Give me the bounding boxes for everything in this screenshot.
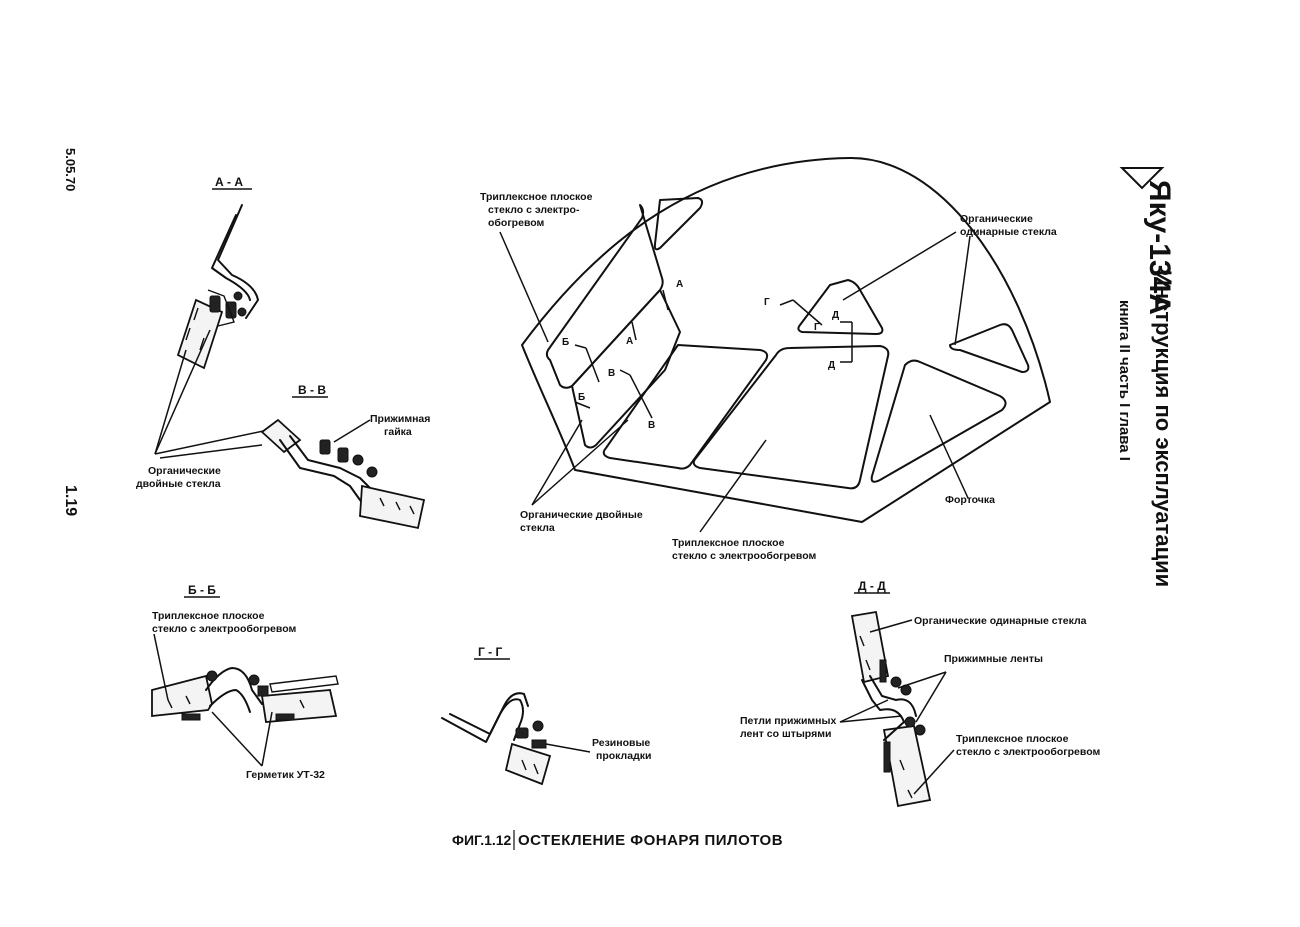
window-fortochka bbox=[870, 359, 1007, 483]
manual-title: Инструкция по эксплуатации bbox=[1151, 270, 1176, 587]
page-number: 1.19 bbox=[62, 485, 79, 516]
figure-caption: ФИГ.1.12 ОСТЕКЛЕНИЕ ФОНАРЯ ПИЛОТОВ bbox=[452, 830, 783, 850]
manual-subtitle: книга II часть I глава I bbox=[1116, 300, 1133, 461]
section-aa: А - А Органические двойные стекла bbox=[136, 175, 269, 490]
organic-single-label-1: Органические bbox=[960, 213, 1033, 225]
section-dd: Д - Д Органические одинарные стекла Приж… bbox=[740, 579, 1100, 808]
window-lower-left bbox=[602, 344, 769, 470]
section-bb-sealant: Герметик УТ-32 bbox=[246, 769, 325, 781]
section-dd-triplex-2: стекло с электрообогревом bbox=[956, 746, 1100, 758]
triplex-bottom-label-2: стекло с электрообогревом bbox=[672, 550, 816, 562]
section-aa-title: А - А bbox=[215, 175, 243, 189]
section-dd-title: Д - Д bbox=[858, 579, 886, 593]
section-gg-rubber-2: прокладки bbox=[596, 750, 651, 762]
triplex-top-label-2: стекло с электро- bbox=[488, 204, 580, 216]
canopy-view: А А Б Б В В Г Г Д Д Триплексное плоское … bbox=[480, 156, 1057, 562]
canopy-leaders bbox=[499, 231, 971, 533]
marker-g-top: Г bbox=[764, 297, 770, 308]
canopy-outline bbox=[521, 156, 1051, 523]
marker-d-top: Д bbox=[832, 310, 839, 321]
date-stamp: 5.05.70 bbox=[63, 148, 78, 191]
section-markers bbox=[574, 289, 853, 419]
organic-double-label-2: стекла bbox=[520, 522, 555, 534]
marker-a-bottom: А bbox=[626, 336, 633, 347]
section-bb-triplex-1: Триплексное плоское bbox=[152, 610, 265, 622]
section-aa-organic-1: Органические bbox=[148, 465, 221, 477]
organic-single-label-2: одинарные стекла bbox=[960, 226, 1057, 238]
section-dd-loops-2: лент со штырями bbox=[740, 728, 831, 740]
section-gg-rubber-1: Резиновые bbox=[592, 737, 650, 749]
marker-d-bottom: Д bbox=[828, 360, 835, 371]
section-gg-title: Г - Г bbox=[478, 645, 502, 659]
section-vv-nut-2: гайка bbox=[384, 426, 412, 438]
marker-v-bottom: В bbox=[648, 420, 655, 431]
window-left-triplex bbox=[545, 204, 664, 389]
section-bb-glass-left bbox=[151, 674, 213, 718]
marker-v-top: В bbox=[608, 368, 615, 379]
section-vv-title: В - В bbox=[298, 383, 326, 397]
section-vv-glass-left bbox=[260, 418, 302, 454]
section-letters: А А Б Б В В Г Г Д Д bbox=[562, 279, 839, 431]
window-top-left bbox=[653, 197, 704, 251]
section-dd-loops-1: Петли прижимных bbox=[740, 715, 836, 727]
section-gg-frame bbox=[441, 698, 524, 743]
marker-b-bottom: Б bbox=[578, 392, 585, 403]
figure-number: ФИГ.1.12 bbox=[452, 832, 512, 848]
marker-g-bottom: Г bbox=[814, 322, 820, 333]
section-vv: В - В Прижимная гайка bbox=[260, 383, 430, 530]
section-aa-frame bbox=[217, 204, 259, 319]
section-dd-glass-bottom bbox=[882, 724, 932, 808]
section-bb-triplex-2: стекло с электрообогревом bbox=[152, 623, 296, 635]
fortochka-label: Форточка bbox=[945, 494, 995, 506]
section-bb: Б - Б Триплексное плоское стекло с элект… bbox=[151, 583, 339, 781]
section-dd-triplex-1: Триплексное плоское bbox=[956, 733, 1069, 745]
logo-triangle-icon bbox=[1119, 167, 1165, 190]
section-dd-frame bbox=[861, 675, 917, 741]
window-left-triplex-inner bbox=[571, 289, 681, 449]
triplex-top-label-3: обогревом bbox=[488, 217, 545, 229]
model-label: Яку-134А bbox=[1143, 180, 1176, 315]
section-aa-organic-2: двойные стекла bbox=[136, 478, 221, 490]
triplex-bottom-label-1: Триплексное плоское bbox=[672, 537, 785, 549]
section-vv-nut-1: Прижимная bbox=[370, 413, 430, 425]
window-right-small bbox=[949, 323, 1030, 373]
marker-b-top: Б bbox=[562, 337, 569, 348]
organic-double-label-1: Органические двойные bbox=[520, 509, 643, 521]
marker-a-top: А bbox=[676, 279, 683, 290]
section-vv-glass-right bbox=[359, 484, 426, 530]
triplex-top-label-1: Триплексное плоское bbox=[480, 191, 593, 203]
window-small-triangle bbox=[797, 279, 884, 335]
figure-caption-text: ОСТЕКЛЕНИЕ ФОНАРЯ ПИЛОТОВ bbox=[518, 832, 783, 849]
section-dd-clamp-strips: Прижимные ленты bbox=[944, 653, 1043, 665]
section-bb-glass-right bbox=[260, 689, 338, 723]
section-dd-organic-single: Органические одинарные стекла bbox=[914, 615, 1087, 627]
section-bb-title: Б - Б bbox=[188, 583, 216, 597]
manual-header: Яку-134А Инструкция по эксплуатации книг… bbox=[1116, 167, 1176, 587]
section-gg-glass bbox=[504, 742, 552, 786]
section-gg: Г - Г Резиновые прокладки bbox=[441, 645, 651, 786]
window-center-triplex bbox=[692, 345, 890, 490]
